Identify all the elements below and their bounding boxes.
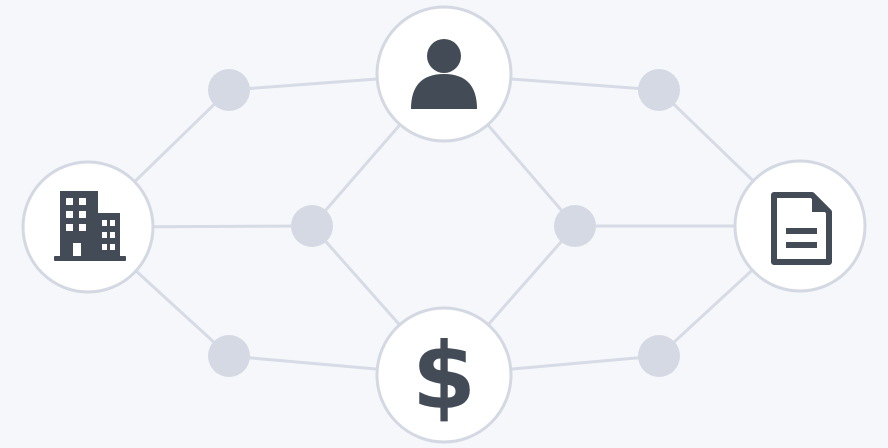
dollar-icon: $ [412,323,476,430]
connectors-layer [208,69,680,377]
connector-node-hub-mid-right [554,205,596,247]
connector-node-hub-top-right [638,69,680,111]
connector-node-hub-mid-left [291,205,333,247]
person-icon [411,39,477,109]
building-node [21,160,155,294]
dollar-node: $ [375,306,513,444]
building-icon [54,191,126,261]
connector-node-hub-bottom-left [208,335,250,377]
connector-node-hub-bottom-right [638,335,680,377]
connector-node-hub-top-left [208,69,250,111]
document-icon [771,192,832,265]
document-node [733,159,867,293]
person-node [375,5,513,143]
